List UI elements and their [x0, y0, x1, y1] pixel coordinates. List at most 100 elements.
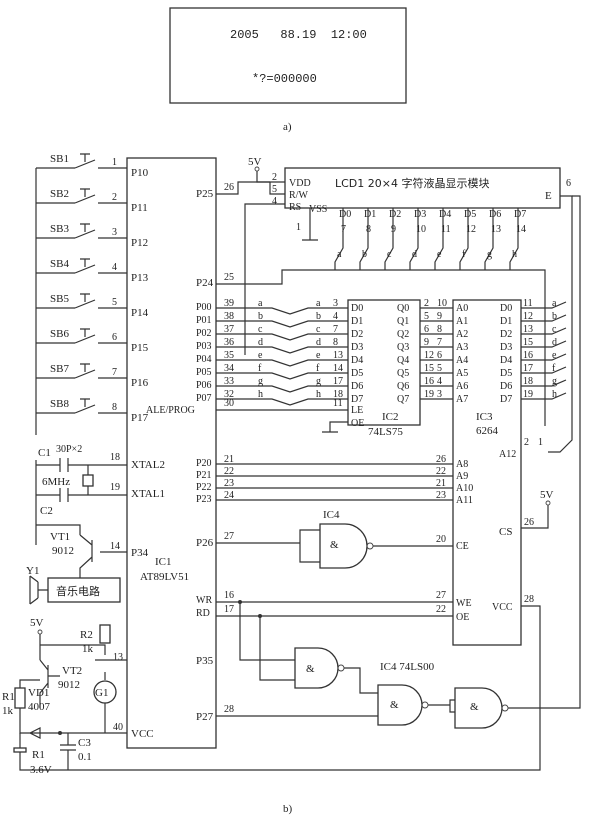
ic3-a-pin-0: 10 [437, 298, 447, 309]
ic2-le: LE [351, 405, 363, 416]
vcc-pin: 40 [113, 722, 123, 733]
p0-line-5 [216, 372, 348, 380]
ic2-q-label-6: Q6 [397, 381, 409, 392]
vt2-value: 9012 [58, 679, 80, 691]
lcd-pin-rw: 5 [272, 184, 277, 195]
ic3-we: WE [456, 598, 472, 609]
p26-pin: 27 [224, 531, 234, 542]
lcd-bus-letter-3: d [412, 249, 417, 260]
ic2-d-pin-5: 14 [333, 363, 343, 374]
switch-label-4: SB4 [50, 258, 69, 270]
p2-pin-1: 22 [224, 466, 234, 477]
ic3-d-pin-5: 17 [523, 363, 533, 374]
battery-value: 3.6V [30, 764, 52, 776]
lcd-title: LCD1 20×4 字符液晶显示模块 [335, 176, 489, 190]
p0-letter-a-1: b [258, 311, 263, 322]
ic2-d-label-5: D5 [351, 368, 363, 379]
ic3-a-pin-1: 9 [437, 311, 442, 322]
ic3-a-pin-5: 5 [437, 363, 442, 374]
ic2-name: IC2 [382, 411, 399, 423]
ic3-d-line-5 [521, 366, 567, 374]
ic2-d-pin-1: 4 [333, 311, 338, 322]
p1-label-0: P10 [131, 167, 149, 179]
ic2-d-pin-4: 13 [333, 350, 343, 361]
p1-label-3: P13 [131, 272, 149, 284]
ic3-d-letter-0: a [552, 298, 557, 309]
p24-label: P24 [196, 277, 214, 289]
switch-pin-8: 8 [112, 402, 117, 413]
ic3-d-label-5: D5 [500, 368, 512, 379]
crystal [82, 474, 94, 487]
p1-label-5: P15 [131, 342, 149, 354]
battery-label: R1 [32, 749, 45, 761]
xtal1-pin: 19 [110, 482, 120, 493]
rd-label: RD [196, 608, 210, 619]
p35-label: P35 [196, 655, 214, 667]
lcd-module [284, 167, 561, 209]
p0-line-4 [216, 359, 348, 367]
p0-label-3: P03 [196, 341, 212, 352]
ic1-box [126, 157, 217, 749]
lcd-data-line-5 [459, 208, 469, 270]
ic2-q-pin-7: 19 [424, 389, 434, 400]
p25-pin: 26 [224, 182, 234, 193]
ic3-d-letter-1: b [552, 311, 557, 322]
p0-pin-0: 39 [224, 298, 234, 309]
lcd-vdd: VDD [289, 178, 311, 189]
lcd-data-label-6: D6 [489, 209, 501, 220]
g1-label: G1 [95, 687, 108, 699]
ic2-d-label-3: D3 [351, 342, 363, 353]
c3-value: 0.1 [78, 751, 92, 763]
ic3-d-pin-0: 11 [523, 298, 533, 309]
p0-label-2: P02 [196, 328, 212, 339]
ic3-ah-label-1: A9 [456, 471, 468, 482]
lcd-line-2: *?=000000 [252, 72, 317, 86]
lcd-data-pin-5: 12 [466, 224, 476, 235]
lcd-bus-letter-7: h [512, 249, 517, 260]
xtal1-label: XTAL1 [131, 488, 165, 500]
lcd-pin-rs: 4 [272, 196, 277, 207]
wr-label: WR [196, 595, 212, 606]
p0-label-6: P06 [196, 380, 212, 391]
ic4-gate-a-amp: & [330, 539, 339, 551]
ic3-a-label-6: A6 [456, 381, 468, 392]
switch-sb7 [36, 363, 127, 379]
p0-line-6 [216, 385, 348, 393]
ic2-d-pin-7: 18 [333, 389, 343, 400]
switch-pin-3: 3 [112, 227, 117, 238]
p0-letter-a-2: c [258, 324, 263, 335]
ic2-d-pin-6: 17 [333, 376, 343, 387]
ic3-ah-label-0: A8 [456, 459, 468, 470]
ic3-d-line-2 [521, 327, 567, 335]
ic3-ce: CE [456, 541, 469, 552]
lcd-line-1: 2005 88.19 12:00 [230, 28, 367, 42]
p0-letter-b-6: g [316, 376, 321, 387]
p0-letter-a-3: d [258, 337, 263, 348]
ic2-q-pin-5: 15 [424, 363, 434, 374]
xtal2-pin: 18 [110, 452, 120, 463]
lcd-data-label-2: D2 [389, 209, 401, 220]
ic3-a-pin-7: 3 [437, 389, 442, 400]
ic3-a12: A12 [499, 449, 516, 460]
ic2-box [347, 299, 421, 426]
p0-letter-a-4: e [258, 350, 263, 361]
vcc-label: VCC [131, 728, 154, 740]
lcd-bus-letter-4: e [437, 249, 442, 260]
vt1-value: 9012 [52, 545, 74, 557]
ale-pin: 30 [224, 398, 234, 409]
p2-label-0: P20 [196, 458, 212, 469]
ic3-d-line-0 [521, 301, 567, 309]
p0-letter-a-7: h [258, 389, 263, 400]
ic3-ah-pin-2: 21 [436, 478, 446, 489]
switch-label-5: SB5 [50, 293, 69, 305]
ic3-d-line-1 [521, 314, 567, 322]
p0-pin-2: 37 [224, 324, 234, 335]
y1-label: Y1 [26, 565, 39, 577]
switch-label-7: SB7 [50, 363, 69, 375]
ic2-d-pin-0: 3 [333, 298, 338, 309]
p0-line-0 [216, 307, 348, 315]
c2-label: C2 [40, 505, 53, 517]
p1-label-1: P11 [131, 202, 148, 214]
